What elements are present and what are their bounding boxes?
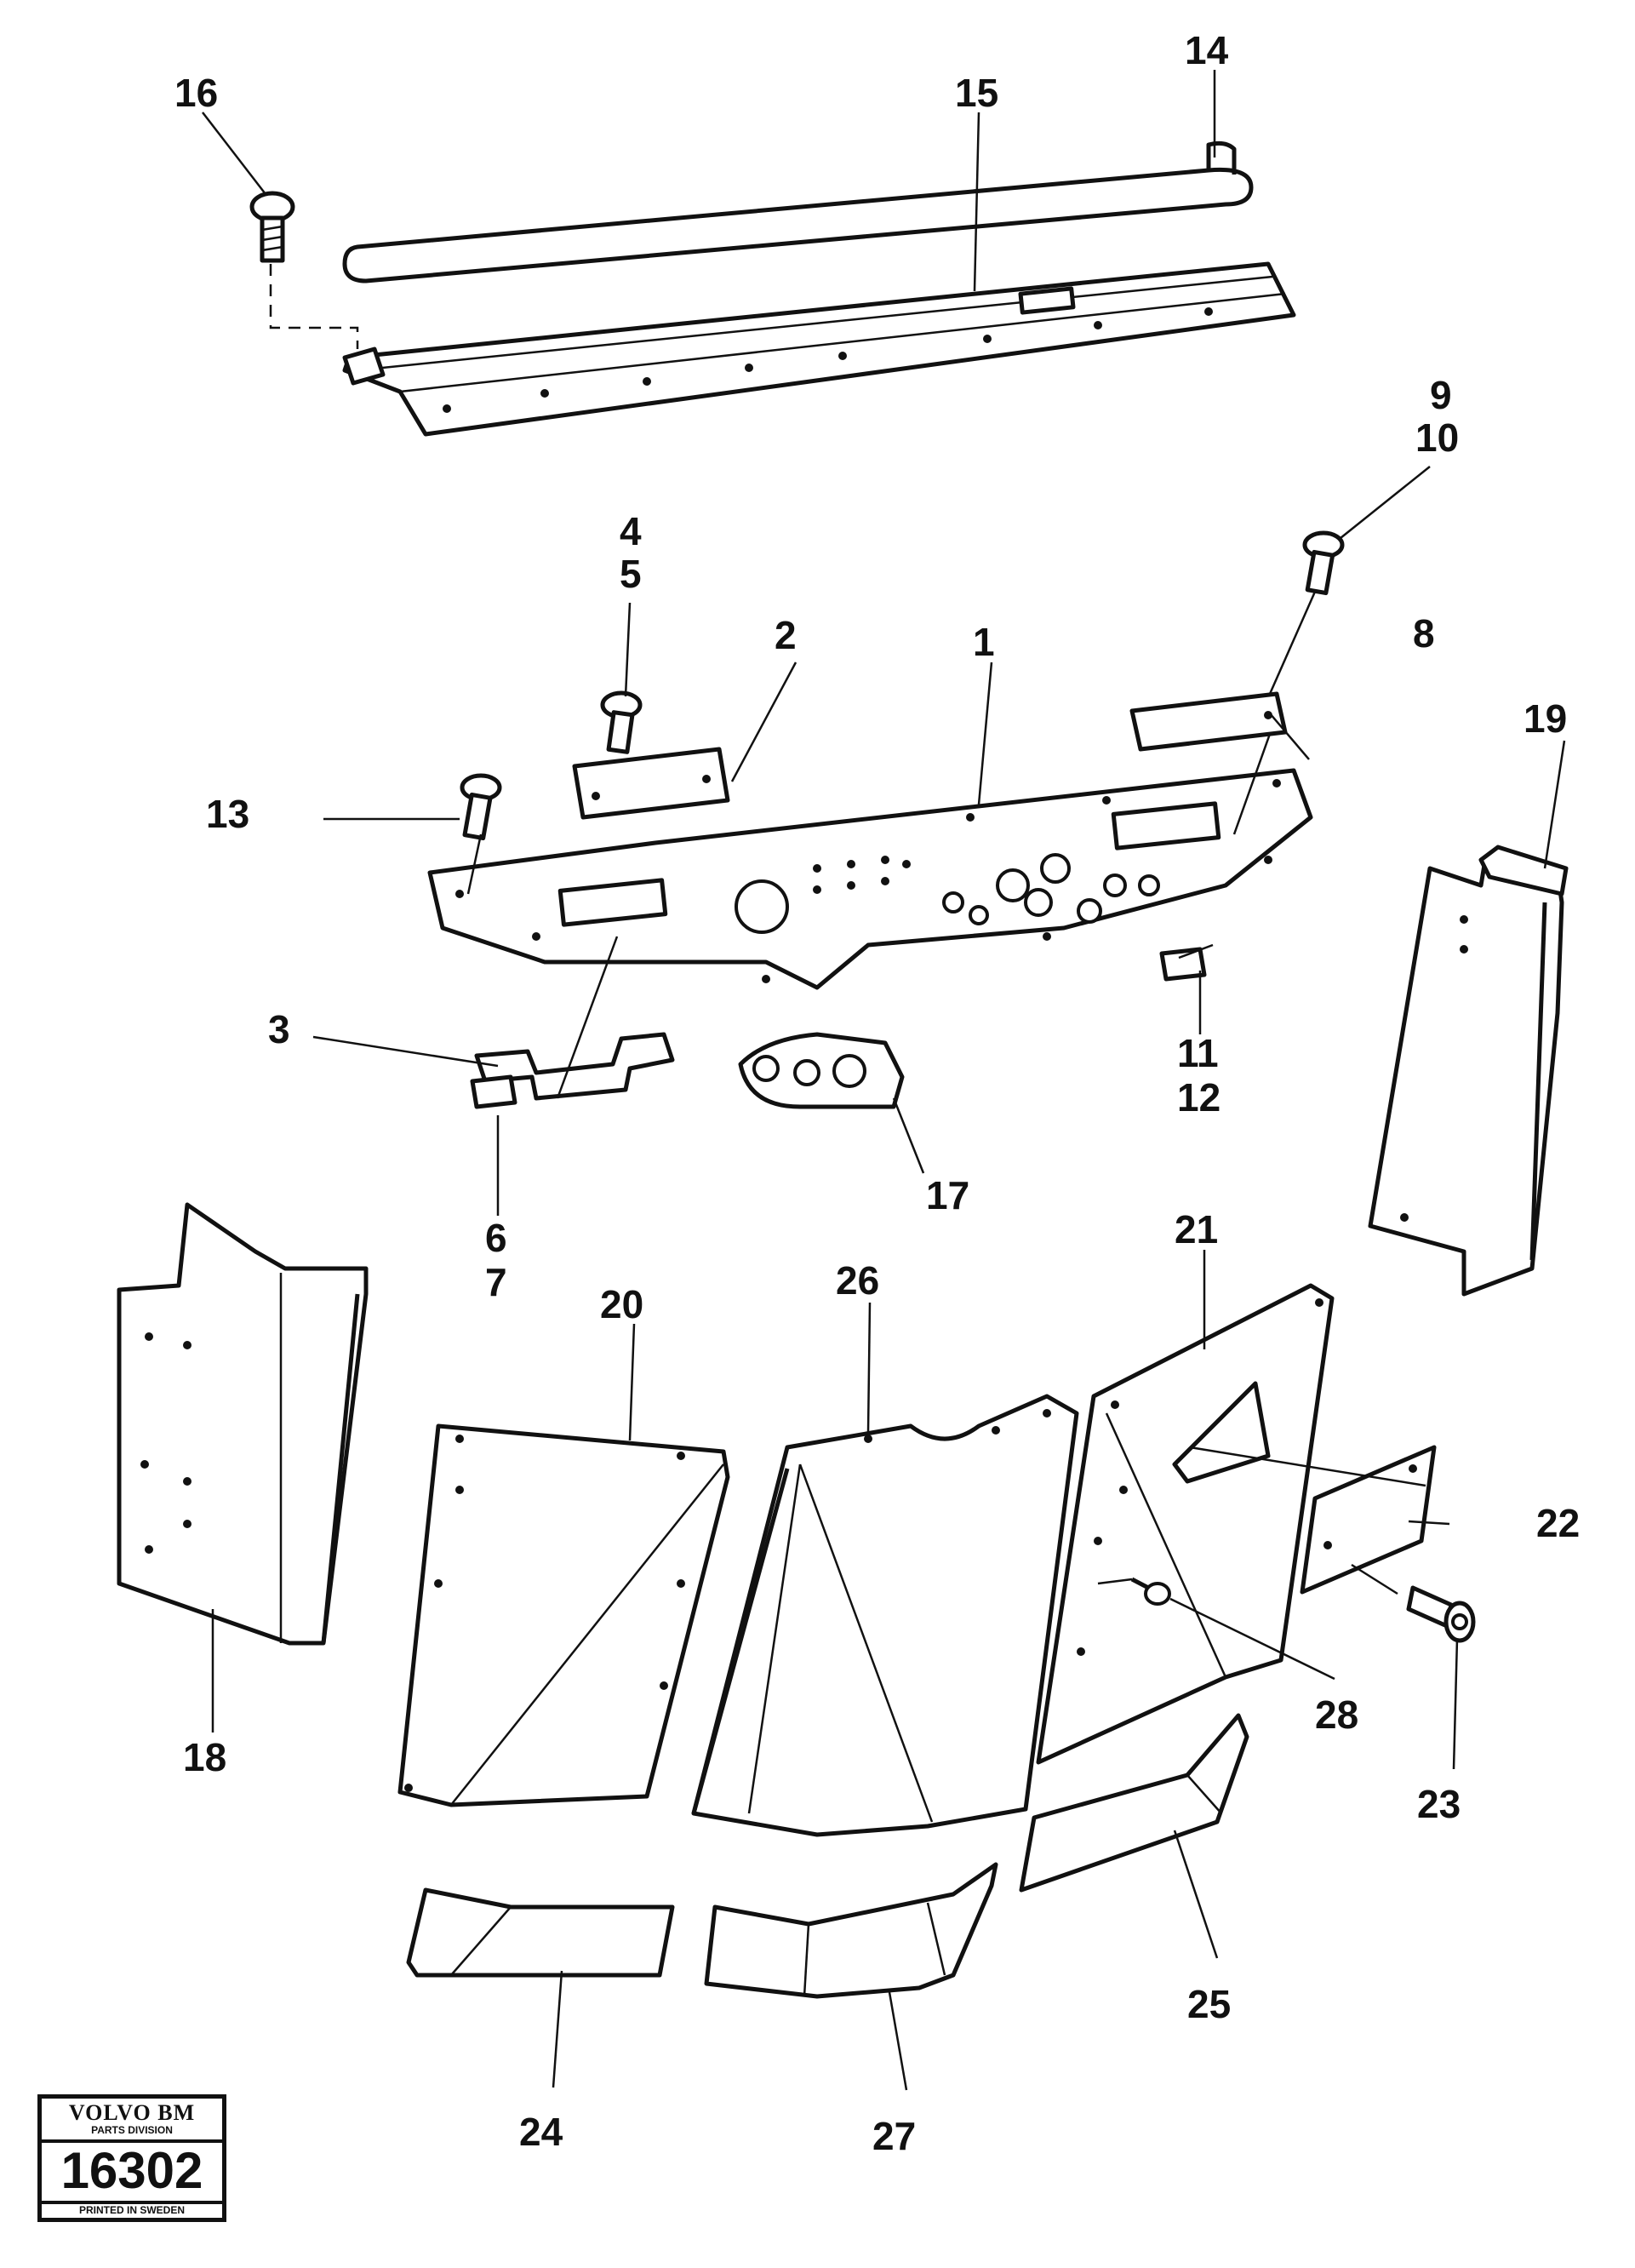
part-20-panel bbox=[397, 1423, 730, 1807]
callout-17: 17 bbox=[926, 1173, 969, 1217]
callout-9: 9 bbox=[1430, 373, 1452, 417]
callout-16: 16 bbox=[174, 71, 218, 115]
part-13-screw bbox=[460, 773, 502, 841]
part-24-trim bbox=[406, 1887, 675, 1978]
callout-1: 1 bbox=[973, 620, 995, 664]
part-4-5-screw bbox=[600, 690, 643, 754]
callout-20: 20 bbox=[600, 1282, 643, 1326]
callout-11: 11 bbox=[1177, 1031, 1219, 1075]
part-11-12-clip bbox=[1159, 947, 1207, 982]
part-25-trim bbox=[1019, 1713, 1249, 1893]
callout-27: 27 bbox=[872, 2114, 916, 2158]
callout-25: 25 bbox=[1187, 1982, 1231, 2026]
callout-8: 8 bbox=[1413, 611, 1435, 656]
part-8-plate bbox=[1129, 691, 1288, 752]
callout-13: 13 bbox=[206, 792, 249, 836]
callout-3: 3 bbox=[268, 1007, 290, 1051]
part-23-bolt bbox=[1406, 1585, 1476, 1643]
logo-printed-in: PRINTED IN SWEDEN bbox=[78, 2204, 185, 2216]
volvo-bm-logo-box: VOLVO BM PARTS DIVISION 16302 PRINTED IN… bbox=[37, 2094, 226, 2222]
part-21-panel bbox=[1036, 1283, 1335, 1765]
part-26-center-panel bbox=[691, 1394, 1079, 1837]
part-9-10-screw bbox=[1302, 530, 1345, 596]
logo-brand: VOLVO BM bbox=[68, 2100, 196, 2125]
callout-26: 26 bbox=[836, 1258, 879, 1303]
callout-7: 7 bbox=[485, 1260, 507, 1304]
part-14-rod bbox=[342, 140, 1254, 284]
callout-2: 2 bbox=[775, 613, 797, 657]
callout-15: 15 bbox=[955, 71, 998, 115]
callout-4: 4 bbox=[620, 509, 642, 553]
part-1-panel bbox=[427, 768, 1313, 990]
callout-19: 19 bbox=[1524, 696, 1567, 741]
logo-division: PARTS DIVISION bbox=[42, 2124, 222, 2143]
callout-21: 21 bbox=[1175, 1207, 1218, 1251]
part-16-screw bbox=[249, 191, 359, 349]
callout-24: 24 bbox=[519, 2110, 563, 2154]
part-18-side-panel bbox=[117, 1202, 369, 1646]
callout-23: 23 bbox=[1417, 1782, 1461, 1826]
callouts: 16 15 14 9 10 4 5 2 1 8 19 13 3 11 12 17… bbox=[174, 28, 1580, 2158]
part-22-plate bbox=[1300, 1445, 1437, 1595]
callout-10: 10 bbox=[1415, 415, 1459, 460]
part-6-7-clip bbox=[470, 1074, 517, 1109]
callout-6: 6 bbox=[485, 1216, 507, 1260]
callout-12: 12 bbox=[1177, 1075, 1221, 1120]
part-15-rail bbox=[342, 261, 1296, 437]
callout-5: 5 bbox=[620, 552, 642, 596]
part-17-gasket bbox=[738, 1032, 905, 1109]
part-27-trim bbox=[704, 1862, 998, 1999]
part-3-bracket bbox=[474, 1032, 675, 1101]
leader-lines bbox=[202, 70, 1566, 2091]
part-28-washer bbox=[1130, 1577, 1171, 1606]
callout-18: 18 bbox=[183, 1735, 226, 1779]
callout-22: 22 bbox=[1536, 1501, 1580, 1545]
part-19-side-panel bbox=[1368, 845, 1569, 1297]
callout-28: 28 bbox=[1315, 1692, 1358, 1737]
part-2-plate bbox=[572, 747, 730, 820]
drawing-number: 16302 bbox=[42, 2141, 222, 2204]
callout-14: 14 bbox=[1185, 28, 1229, 72]
